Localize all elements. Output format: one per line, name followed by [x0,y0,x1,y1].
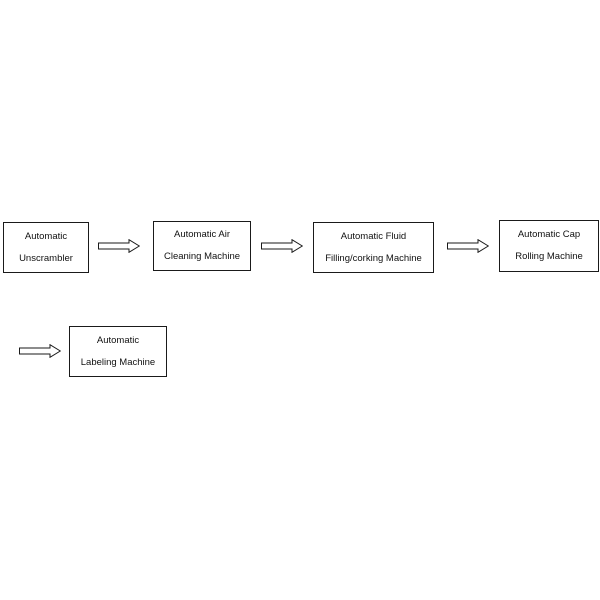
step-label-line2: Rolling Machine [515,251,583,262]
step-box-unscrambler: Automatic Unscrambler [3,222,89,273]
step-box-fluid-filling: Automatic Fluid Filling/corking Machine [313,222,434,273]
arrow-right-icon [19,344,61,358]
arrow-right-icon [261,239,303,253]
step-label-line1: Automatic Cap [517,229,581,240]
arrow-right-icon [447,239,489,253]
step-label-line2: Labeling Machine [80,356,156,368]
flow-arrow-right [447,239,489,253]
step-label-line2: Cleaning Machine [163,251,241,262]
flow-arrow-right [98,239,140,253]
step-label-line1: Automatic [24,230,68,242]
step-label-line1: Automatic Fluid [340,230,407,242]
step-box-cap-rolling: Automatic Cap Rolling Machine [499,220,599,272]
step-label-line2: Filling/corking Machine [325,252,422,264]
step-box-labeling: Automatic Labeling Machine [69,326,167,377]
step-label-line1: Automatic Air [174,229,230,240]
arrow-right-icon [98,239,140,253]
flow-arrow-right [19,344,61,358]
step-label-line2: Unscrambler [19,252,73,264]
flow-arrow-right [261,239,303,253]
step-label-line1: Automatic [96,334,140,346]
step-box-air-cleaning: Automatic Air Cleaning Machine [153,221,251,271]
